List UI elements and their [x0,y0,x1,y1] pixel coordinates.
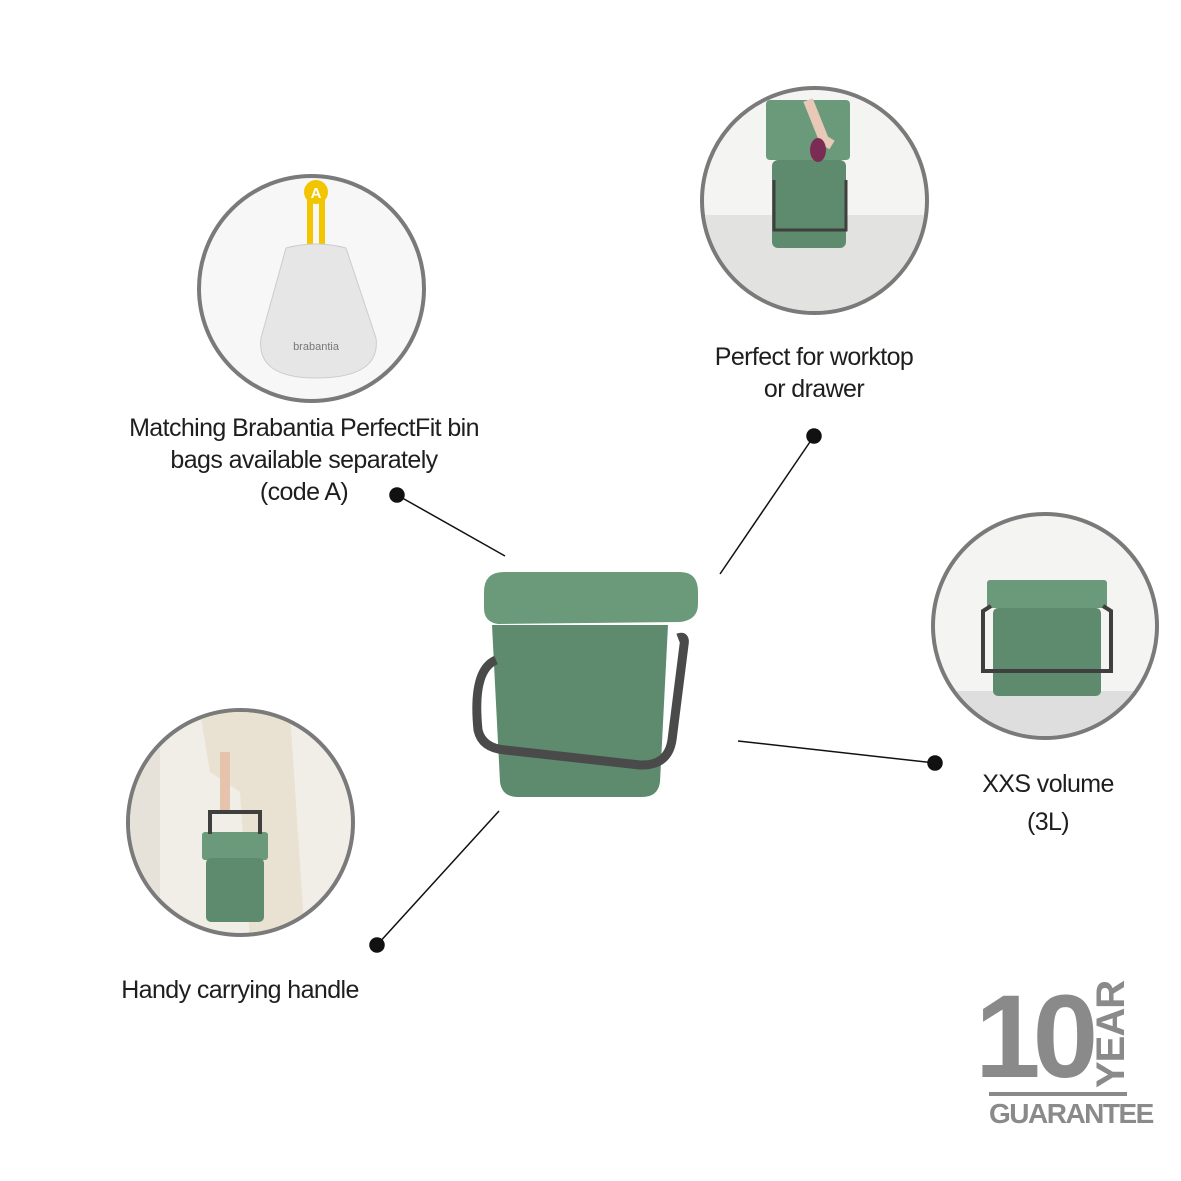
caption-line: Handy carrying handle [121,976,359,1004]
guarantee-label: GUARANTEE [989,1098,1154,1129]
caption-bags: Matching Brabantia PerfectFit bin bags a… [104,412,504,508]
carrying-photo [126,708,355,937]
callout-line-handle [376,810,500,946]
guarantee-unit: YEAR [1089,980,1133,1088]
callout-dot-bags [389,487,405,503]
guarantee-badge: 10 YEAR GUARANTEE [975,978,1154,1140]
callout-line-volume [737,740,936,764]
callout-dot-volume [927,755,943,771]
caption-line: Matching Brabantia PerfectFit bin [129,414,479,442]
caption-volume: XXS volume (3L) [948,765,1148,841]
bag-brand-label: brabantia [293,341,340,353]
callout-line-bags [396,494,506,557]
caption-line: (code A) [259,478,349,506]
caption-line: bags available separately [170,446,438,474]
caption-handle: Handy carrying handle [100,974,380,1006]
caption-line: or drawer [763,375,865,403]
guarantee-number: 10 [975,971,1098,1103]
callout-dot-handle [369,937,385,953]
caption-line: (3L) [1026,808,1070,836]
bag-code-label: A [311,185,322,202]
worktop-photo [700,86,929,315]
callout-line-worktop [719,435,815,575]
guarantee-divider [989,1092,1127,1096]
main-bin-image [472,572,698,797]
caption-line: XXS volume [982,770,1114,798]
bin-size-photo [931,512,1159,740]
caption-line: Perfect for worktop [714,343,914,371]
bin-bag-photo: A brabantia [197,174,426,403]
caption-worktop: Perfect for worktop or drawer [664,341,964,405]
callout-dot-worktop [806,428,822,444]
